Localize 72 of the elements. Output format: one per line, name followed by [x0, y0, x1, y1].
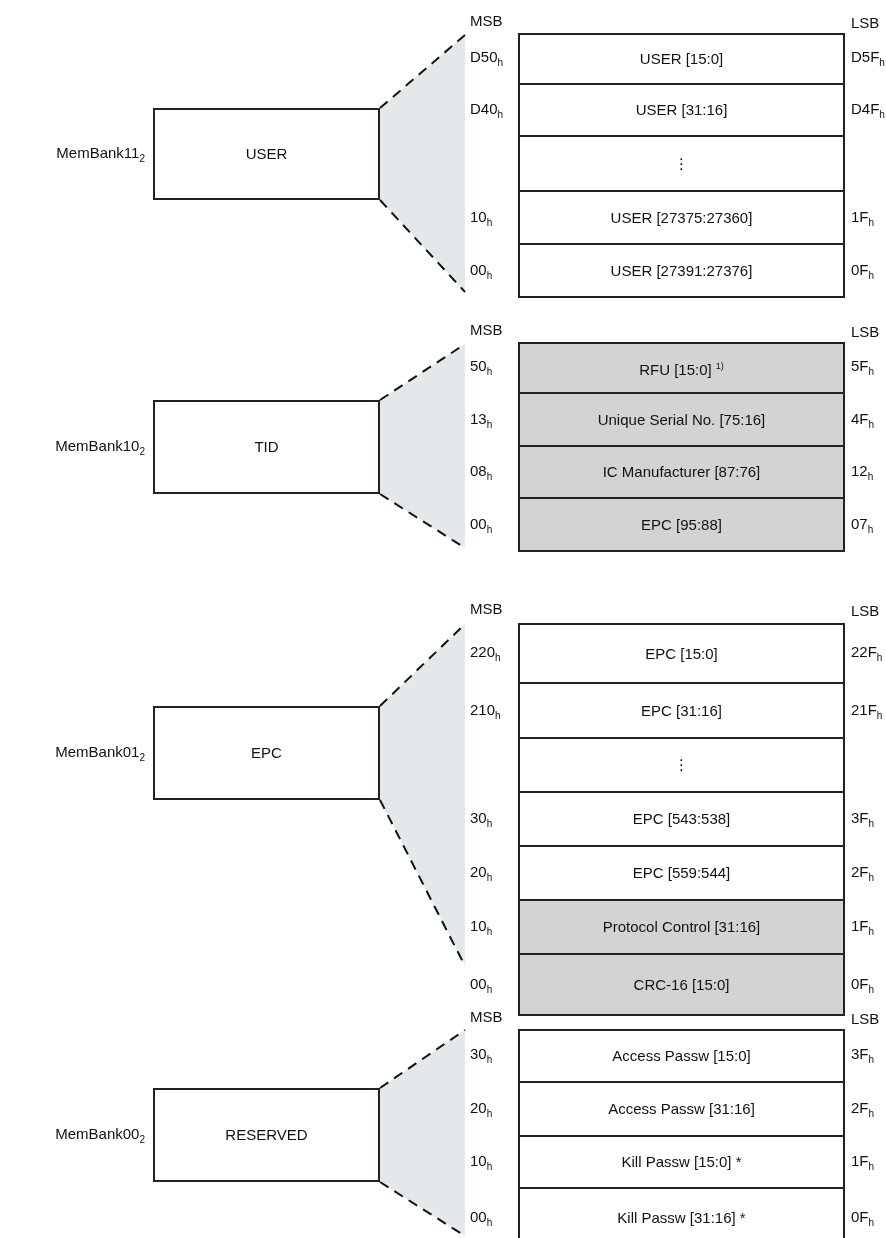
lsb-label: LSB — [851, 323, 880, 341]
memory-row: Kill Passw [31:16] * — [518, 1187, 845, 1238]
address-label: 00$_{h}$ — [470, 260, 493, 283]
bank-label: MemBank10$_{2}$ — [55, 437, 145, 459]
address-label: 12$_{h}$ — [851, 462, 874, 484]
address-label: 3F$_{h}$ — [851, 1045, 875, 1067]
address-label: 10$_{h}$ — [470, 917, 493, 939]
address-label: 0F$_{h}$ — [851, 260, 875, 283]
memory-row: Unique Serial No. [75:16] — [518, 392, 845, 447]
memory-bank-box: TID — [153, 400, 380, 494]
memory-row: EPC [31:16] — [518, 682, 845, 739]
bank-label: MemBank00$_{2}$ — [55, 1125, 145, 1147]
lsb-label: LSB — [851, 14, 880, 32]
memory-row: USER [15:0] — [518, 33, 845, 85]
address-label: D4F$_{h}$ — [851, 100, 885, 122]
memory-row: CRC-16 [15:0] — [518, 953, 845, 1016]
memory-row: Kill Passw [15:0] * — [518, 1135, 845, 1189]
memory-row: EPC [15:0] — [518, 623, 845, 684]
address-label: 08$_{h}$ — [470, 462, 493, 484]
address-label: 30$_{h}$ — [470, 1045, 493, 1067]
address-label: 1F$_{h}$ — [851, 917, 875, 939]
address-label: 07$_{h}$ — [851, 514, 874, 537]
address-label: 20$_{h}$ — [470, 1099, 493, 1121]
bank-label: MemBank11$_{2}$ — [56, 144, 145, 166]
memory-row: IC Manufacturer [87:76] — [518, 445, 845, 499]
address-label: 0F$_{h}$ — [851, 974, 875, 997]
address-label: 220$_{h}$ — [470, 642, 501, 665]
memory-row: ⋮ — [518, 135, 845, 192]
address-label: 4F$_{h}$ — [851, 409, 875, 432]
address-label: 20$_{h}$ — [470, 863, 493, 885]
address-label: 00$_{h}$ — [470, 514, 493, 537]
memory-bank-box: RESERVED — [153, 1088, 380, 1182]
address-label: D50$_{h}$ — [470, 48, 504, 70]
address-label: 00$_{h}$ — [470, 1208, 493, 1230]
msb-label: MSB — [470, 1008, 503, 1026]
address-label: 13$_{h}$ — [470, 409, 493, 432]
address-label: 1F$_{h}$ — [851, 207, 875, 230]
memory-row: Protocol Control [31:16] — [518, 899, 845, 955]
memory-row: RFU [15:0] $^{1)}$ — [518, 342, 845, 394]
address-label: D5F$_{h}$ — [851, 48, 885, 70]
memory-row: Access Passw [31:16] — [518, 1081, 845, 1137]
address-label: 5F$_{h}$ — [851, 357, 875, 379]
address-label: 10$_{h}$ — [470, 1152, 493, 1174]
address-label: 0F$_{h}$ — [851, 1208, 875, 1230]
msb-label: MSB — [470, 12, 503, 30]
lsb-label: LSB — [851, 1010, 880, 1028]
address-label: 210$_{h}$ — [470, 700, 501, 723]
address-label: 2F$_{h}$ — [851, 863, 875, 885]
memory-row: USER [31:16] — [518, 83, 845, 137]
memory-bank-box: USER — [153, 108, 380, 200]
address-label: 2F$_{h}$ — [851, 1099, 875, 1121]
address-label: 10$_{h}$ — [470, 207, 493, 230]
memory-bank-box: EPC — [153, 706, 380, 800]
address-label: 50$_{h}$ — [470, 357, 493, 379]
address-label: 00$_{h}$ — [470, 974, 493, 997]
address-label: 3F$_{h}$ — [851, 809, 875, 831]
address-label: 1F$_{h}$ — [851, 1152, 875, 1174]
memory-row: ⋮ — [518, 737, 845, 793]
address-label: 21F$_{h}$ — [851, 700, 883, 723]
memory-row: EPC [559:544] — [518, 845, 845, 901]
address-label: D40$_{h}$ — [470, 100, 504, 122]
msb-label: MSB — [470, 321, 503, 339]
address-label: 30$_{h}$ — [470, 809, 493, 831]
bank-label: MemBank01$_{2}$ — [55, 743, 145, 765]
memory-row: EPC [95:88] — [518, 497, 845, 552]
memory-row: EPC [543:538] — [518, 791, 845, 847]
memory-row: USER [27375:27360] — [518, 190, 845, 245]
msb-label: MSB — [470, 600, 503, 618]
memory-row: Access Passw [15:0] — [518, 1029, 845, 1083]
lsb-label: LSB — [851, 602, 880, 620]
memory-row: USER [27391:27376] — [518, 243, 845, 298]
address-label: 22F$_{h}$ — [851, 642, 883, 665]
